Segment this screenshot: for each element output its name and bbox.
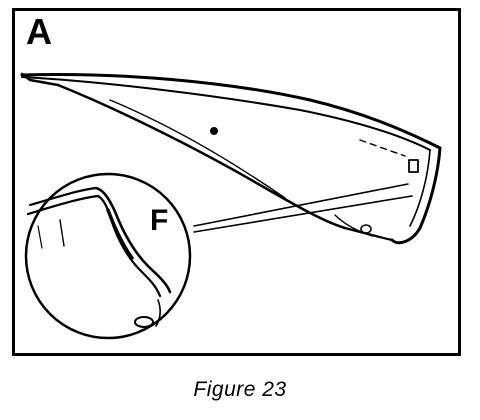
- figure-frame: [12, 8, 461, 356]
- leader-lines: [193, 183, 413, 233]
- callout-label-a: A: [26, 11, 52, 52]
- figure-caption: Figure 23: [193, 378, 287, 401]
- detail-magnifier: [24, 172, 192, 340]
- fender-panel: [20, 72, 442, 245]
- callout-label-f: F: [150, 204, 169, 237]
